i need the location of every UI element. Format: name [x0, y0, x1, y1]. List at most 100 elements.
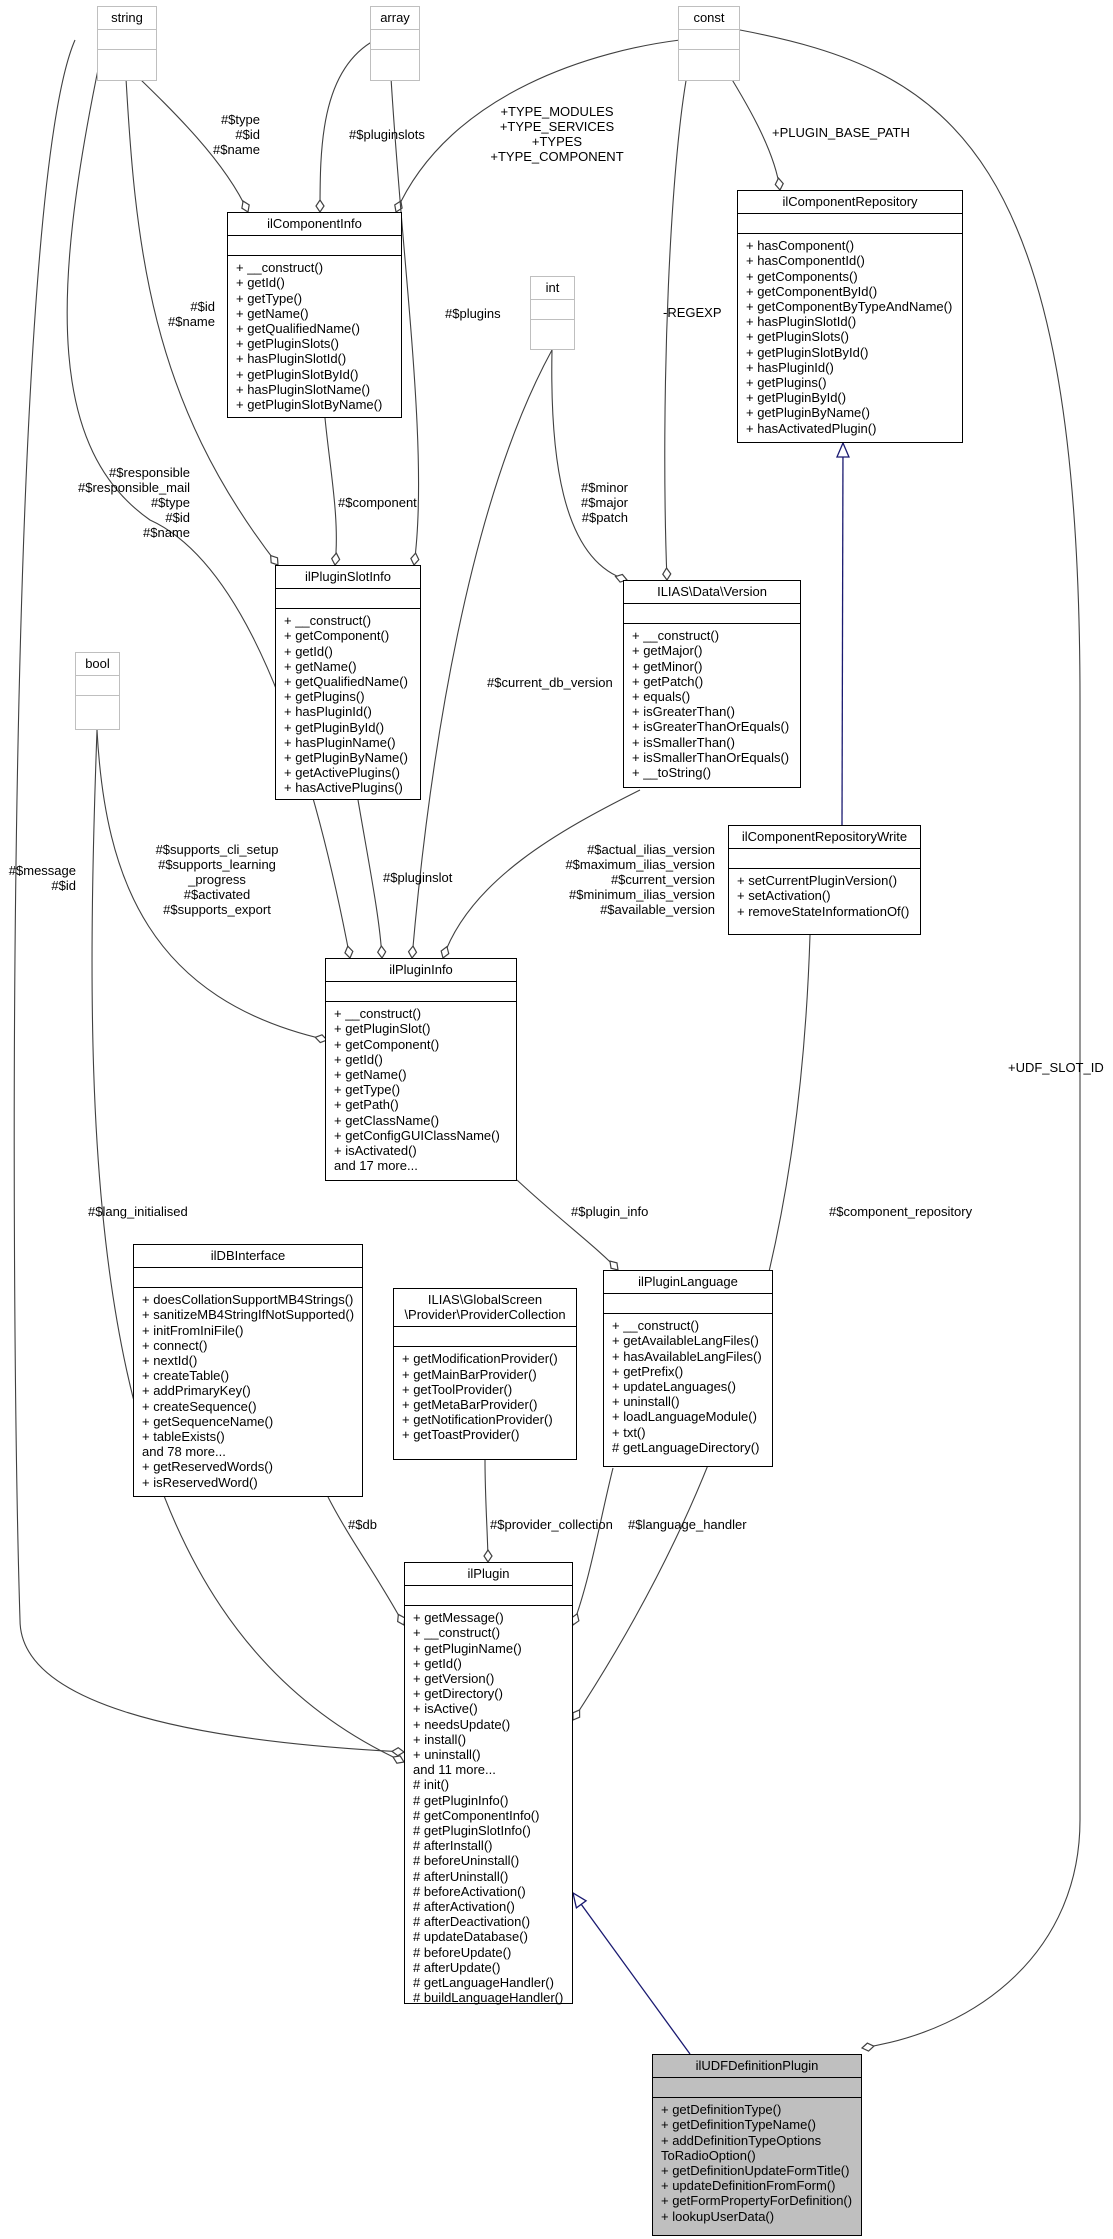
- method-item: + isSmallerThan(): [632, 734, 735, 750]
- edge-label-provider-plugin: #$provider_collection: [490, 1517, 613, 1532]
- class-name: ILIAS\Data\Version: [657, 584, 767, 599]
- class-string[interactable]: string: [97, 6, 157, 81]
- method-item: + nextId(): [142, 1353, 198, 1369]
- method-item: + getModificationProvider(): [402, 1351, 558, 1367]
- method-item: + getActivePlugins(): [284, 765, 400, 781]
- class-ilPluginInfo[interactable]: ilPluginInfo + __construct() + getPlugin…: [325, 958, 517, 1181]
- method-item: + uninstall(): [413, 1747, 481, 1763]
- class-bool[interactable]: bool: [75, 652, 120, 730]
- class-ilComponentInfo[interactable]: ilComponentInfo + __construct() + getId(…: [227, 212, 402, 418]
- methods-section: + __construct() + getComponent() + getId…: [276, 608, 420, 798]
- method-item: + isActivated(): [334, 1143, 417, 1159]
- class-name: ilPlugin: [467, 1566, 510, 1581]
- method-item: + getId(): [413, 1655, 462, 1671]
- attributes-section: [531, 299, 574, 319]
- method-item: + __construct(): [236, 260, 324, 276]
- method-item: + getDefinitionType(): [661, 2102, 782, 2118]
- edge-int-plugininfo: [412, 349, 553, 958]
- method-item: # afterActivation(): [413, 1899, 515, 1915]
- attributes-section: [76, 675, 119, 695]
- class-name: string: [111, 10, 143, 25]
- edge-label-slotinfo-plugininfo: #$pluginslot: [383, 870, 453, 885]
- method-item: + __construct(): [334, 1006, 422, 1022]
- class-ProviderCollection[interactable]: ILIAS\GlobalScreen \Provider\ProviderCol…: [393, 1288, 577, 1460]
- method-item: + getPluginSlots(): [236, 336, 339, 352]
- class-ilUDFDefinitionPlugin[interactable]: ilUDFDefinitionPlugin + getDefinitionTyp…: [652, 2054, 862, 2236]
- edge-provider-plugin: [485, 1459, 488, 1562]
- attributes-section: [653, 2077, 861, 2097]
- method-item: + getReservedWords(): [142, 1459, 273, 1475]
- edge-array-componentinfo: [320, 39, 376, 212]
- class-ilPlugin[interactable]: ilPlugin + getMessage() + __construct() …: [404, 1562, 573, 2006]
- method-item: + getMainBarProvider(): [402, 1366, 537, 1382]
- methods-section: + getDefinitionType() + getDefinitionTyp…: [653, 2097, 861, 2227]
- methods-section: + __construct() + getId() + getType() + …: [228, 255, 401, 415]
- method-item: + setCurrentPluginVersion(): [737, 873, 898, 889]
- edge-label-int-plugininfo: #$current_db_version: [487, 675, 613, 690]
- method-item: + loadLanguageModule(): [612, 1409, 757, 1425]
- edge-plugininfo-language: [516, 1179, 618, 1270]
- class-ilComponentRepositoryWrite[interactable]: ilComponentRepositoryWrite + setCurrentP…: [728, 825, 921, 935]
- edge-const-udf: [739, 29, 1081, 2048]
- method-item: # afterUpdate(): [413, 1959, 501, 1975]
- method-item: ToRadioOption(): [661, 2147, 756, 2163]
- method-item: # updateDatabase(): [413, 1929, 528, 1945]
- edge-label-array-slotinfo: #$plugins: [445, 306, 501, 321]
- class-ilComponentRepository[interactable]: ilComponentRepository + hasComponent() +…: [737, 190, 963, 443]
- method-item: + isReservedWord(): [142, 1474, 258, 1490]
- class-name: ilPluginSlotInfo: [305, 569, 391, 584]
- edge-label-const-udf: +UDF_SLOT_ID: [1008, 1060, 1104, 1075]
- class-array[interactable]: array: [370, 6, 420, 81]
- class-ilPluginLanguage[interactable]: ilPluginLanguage + __construct() + getAv…: [603, 1270, 773, 1467]
- method-item: + getName(): [334, 1067, 407, 1083]
- class-const[interactable]: const: [678, 6, 740, 81]
- edge-label-version-plugininfo: #$actual_ilias_version #$maximum_ilias_v…: [565, 842, 715, 917]
- edge-string-slotinfo: [124, 59, 278, 565]
- method-item: + needsUpdate(): [413, 1716, 511, 1732]
- method-item: + __toString(): [632, 765, 712, 781]
- method-item: + tableExists(): [142, 1429, 225, 1445]
- edge-label-int-version: #$minor #$major #$patch: [581, 480, 628, 525]
- method-item: + getDefinitionTypeName(): [661, 2117, 816, 2133]
- method-item: + getPatch(): [632, 673, 704, 689]
- class-ILIAS-Data-Version[interactable]: ILIAS\Data\Version + __construct() + get…: [623, 580, 801, 788]
- edge-bool-plugininfo: [96, 729, 327, 1040]
- method-item: + txt(): [612, 1424, 646, 1440]
- class-ilDBInterface[interactable]: ilDBInterface + doesCollationSupportMB4S…: [133, 1244, 363, 1497]
- edge-version-plugininfo: [443, 789, 641, 958]
- edge-label-string-plugininfo: #$responsible #$responsible_mail #$type …: [78, 465, 191, 540]
- class-name: int: [545, 280, 560, 295]
- class-int[interactable]: int: [530, 276, 575, 350]
- method-item: + getQualifiedName(): [284, 674, 408, 690]
- method-item: + lookupUserData(): [661, 2208, 775, 2224]
- edge-label-bool-plugininfo: #$supports_cli_setup #$supports_learning…: [155, 842, 279, 917]
- method-item: + isGreaterThan(): [632, 704, 735, 720]
- method-item: + equals(): [632, 689, 691, 705]
- method-item: + hasPluginId(): [284, 704, 372, 720]
- class-name: ilDBInterface: [210, 1248, 286, 1263]
- method-item: + getMessage(): [413, 1610, 504, 1626]
- method-item: + updateDefinitionFromForm(): [661, 2178, 836, 2194]
- class-name: const: [693, 10, 725, 25]
- method-item: + hasPluginName(): [284, 734, 396, 750]
- attributes-section: [394, 1326, 576, 1346]
- method-item: + connect(): [142, 1337, 208, 1353]
- class-name: bool: [85, 656, 110, 671]
- edge-label-bool-plugin: #$lang_initialised: [88, 1204, 188, 1219]
- class-ilPluginSlotInfo[interactable]: ilPluginSlotInfo + __construct() + getCo…: [275, 565, 421, 800]
- method-item: + createTable(): [142, 1368, 230, 1384]
- method-item: # getPluginSlotInfo(): [413, 1823, 531, 1839]
- edge-bool-plugin: [91, 729, 404, 1762]
- method-item: + getSequenceName(): [142, 1413, 274, 1429]
- class-name: ilComponentRepositoryWrite: [741, 829, 908, 844]
- method-item: + getVersion(): [413, 1671, 495, 1687]
- method-item: # getPluginInfo(): [413, 1792, 509, 1808]
- attributes-section: [276, 588, 420, 608]
- method-item: + setActivation(): [737, 888, 831, 904]
- method-item: + removeStateInformationOf(): [737, 903, 910, 919]
- method-item: + initFromIniFile(): [142, 1322, 244, 1338]
- method-item: # buildLanguageHandler(): [413, 1990, 564, 2006]
- methods-section: + __construct() + getAvailableLangFiles(…: [604, 1313, 772, 1458]
- class-name: ilComponentInfo: [267, 216, 362, 231]
- method-item: + hasActivePlugins(): [284, 780, 403, 796]
